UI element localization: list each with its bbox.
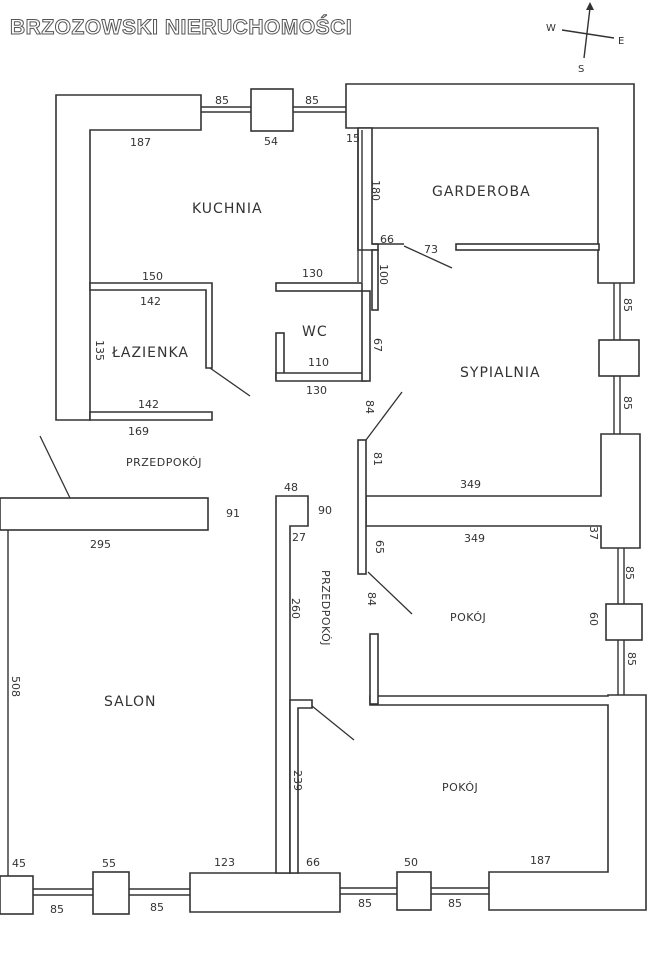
dim-label: 150 <box>142 270 163 283</box>
dim-label: 130 <box>306 384 327 397</box>
dim-label: 55 <box>102 857 116 870</box>
dim-label: 60 <box>587 612 600 626</box>
wall-garderoba-bottom <box>455 243 600 251</box>
dim-label: 295 <box>90 538 111 551</box>
dim-label: 81 <box>371 452 384 466</box>
room-salon: SALON <box>104 694 157 710</box>
dim-label: 260 <box>289 598 302 619</box>
dim-label: 239 <box>291 770 304 791</box>
room-pokoj-1: POKÓJ <box>450 611 486 624</box>
dim-label: 123 <box>214 856 235 869</box>
dim-label: 142 <box>140 295 161 308</box>
dim-label: 66 <box>380 233 394 246</box>
dim-label: 187 <box>530 854 551 867</box>
compass-e: E <box>618 36 624 47</box>
dim-label: 100 <box>377 264 390 285</box>
wall-bathroom-bottom <box>89 411 213 421</box>
dim-label: 73 <box>424 243 438 256</box>
room-garderoba: GARDEROBA <box>432 184 531 200</box>
dim-label: 508 <box>9 676 22 697</box>
dim-label: 15 <box>346 132 360 145</box>
dim-label: 91 <box>226 507 240 520</box>
room-przedpokoj: PRZEDPOKÓJ <box>126 456 202 469</box>
wall-kitchen-bottom <box>89 282 213 369</box>
compass-icon: W E S <box>546 2 624 75</box>
wall-middle-right <box>365 433 641 549</box>
room-przedpokoj-2: PRZEDPOKÓJ <box>319 570 332 646</box>
dim-label: 180 <box>369 180 382 201</box>
wall-salon-top <box>0 497 209 531</box>
wall-sypialnia-west <box>371 249 379 311</box>
compass-s: S <box>578 64 584 75</box>
walls <box>0 83 647 915</box>
dim-label: 85 <box>621 298 634 312</box>
room-labels: KUCHNIA GARDEROBA WC ŁAZIENKA SYPIALNIA … <box>104 184 541 794</box>
pier-bottom-2 <box>92 871 130 915</box>
dim-label: 85 <box>150 901 164 914</box>
dim-label: 84 <box>365 592 378 606</box>
dim-label: 130 <box>302 267 323 280</box>
dim-label: 85 <box>305 94 319 107</box>
dim-label: 48 <box>284 481 298 494</box>
dim-label: 135 <box>93 340 106 361</box>
dim-label: 85 <box>215 94 229 107</box>
dim-label: 50 <box>404 856 418 869</box>
pier-bottom-1 <box>0 875 34 915</box>
dim-label: 349 <box>460 478 481 491</box>
dim-label: 37 <box>587 526 600 540</box>
pier-right-2 <box>605 603 643 641</box>
dim-label: 349 <box>464 532 485 545</box>
wall-top-left <box>55 94 202 421</box>
dim-label: 85 <box>358 897 372 910</box>
wall-wc-right <box>361 290 371 382</box>
compass-w: W <box>546 23 556 34</box>
dim-label: 45 <box>12 857 26 870</box>
room-wc: WC <box>302 324 328 340</box>
dim-label: 187 <box>130 136 151 149</box>
room-lazienka: ŁAZIENKA <box>111 345 189 361</box>
dim-label: 85 <box>50 903 64 916</box>
dim-label: 27 <box>292 531 306 544</box>
room-sypialnia: SYPIALNIA <box>460 365 541 381</box>
door-swings <box>39 245 453 741</box>
dimension-labels: 85 85 54 187 15 180 66 73 130 100 150 14… <box>9 94 638 916</box>
dim-label: 85 <box>623 566 636 580</box>
room-pokoj-2: POKÓJ <box>442 781 478 794</box>
wall-corridor-west <box>275 495 309 874</box>
wall-pokoj-west <box>369 633 379 705</box>
dim-label: 54 <box>264 135 278 148</box>
dim-label: 142 <box>138 398 159 411</box>
room-kuchnia: KUCHNIA <box>192 201 263 217</box>
wall-wc-left <box>275 332 285 380</box>
dim-label: 85 <box>621 396 634 410</box>
wall-bottom-right <box>369 694 647 911</box>
dim-label: 65 <box>373 540 386 554</box>
dim-label: 66 <box>306 856 320 869</box>
dim-label: 110 <box>308 356 329 369</box>
dim-label: 90 <box>318 504 332 517</box>
wall-top-right <box>345 83 635 284</box>
pier-right-1 <box>598 339 640 377</box>
wall-wc-top <box>275 282 363 292</box>
dim-label: 84 <box>363 400 376 414</box>
dim-label: 67 <box>371 338 384 352</box>
brand-title: BRZOZOWSKI NIERUCHOMOŚCI <box>10 15 352 39</box>
pier-bottom-3 <box>396 871 432 911</box>
dim-label: 169 <box>128 425 149 438</box>
dim-label: 85 <box>625 652 638 666</box>
wall-bottom-middle <box>189 872 341 913</box>
wall-corridor-east <box>289 699 313 874</box>
pier-top <box>250 88 294 132</box>
wall-wc-bottom <box>275 372 367 382</box>
wall-corridor-mid <box>357 439 367 575</box>
dim-label: 85 <box>448 897 462 910</box>
